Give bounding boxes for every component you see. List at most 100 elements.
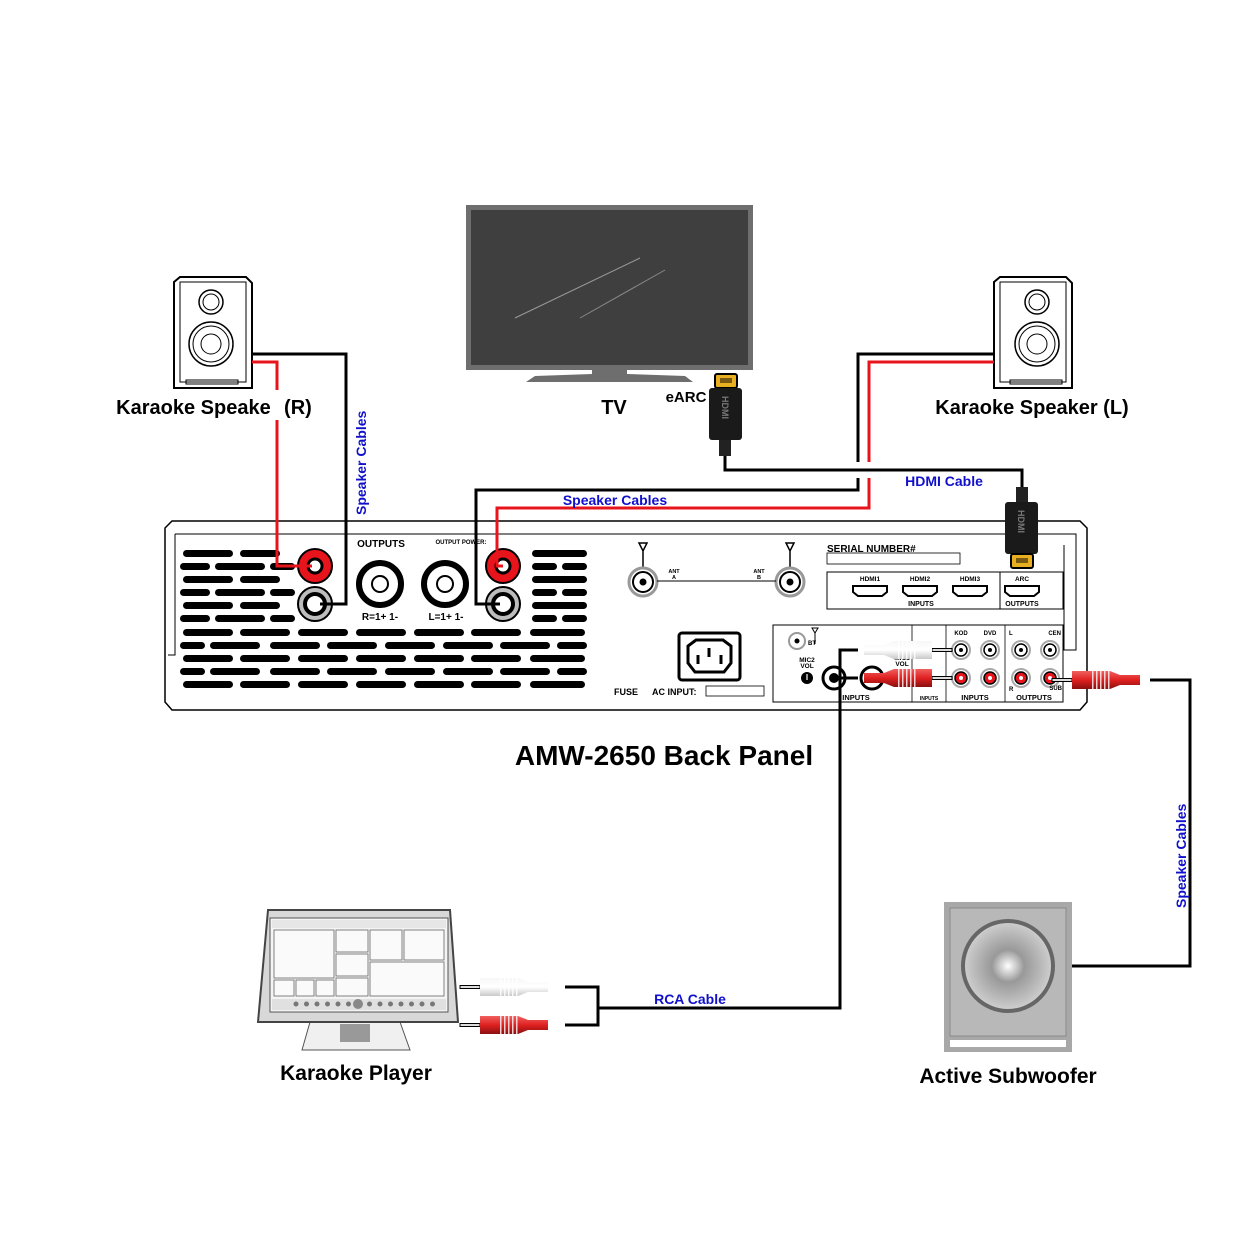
hdmi-pins xyxy=(720,378,732,383)
back-panel: OUTPUTS OUTPUT POWER: R=1+ 1- L=1+ 1- AN… xyxy=(164,520,1088,711)
speaker-left: Karaoke Speaker (L) xyxy=(935,276,1129,419)
speakon-right-label: R=1+ 1- xyxy=(362,612,398,623)
rca-boot xyxy=(1110,671,1140,689)
hdmi-port xyxy=(1004,585,1040,597)
karaoke-player: Karaoke Player xyxy=(256,909,460,1085)
vent-slot xyxy=(443,642,493,649)
vent-slot xyxy=(180,668,205,675)
rca-grip xyxy=(902,641,904,659)
out-sub-label: SUB xyxy=(1049,686,1062,692)
ant-jack-pin xyxy=(639,578,647,586)
vent-slot xyxy=(471,629,521,636)
hdmi-logo: HDMI xyxy=(720,396,730,419)
vent-slot xyxy=(180,563,210,570)
tweeter-inner xyxy=(1028,293,1046,311)
woofer-ring xyxy=(192,325,230,363)
rca-boot xyxy=(864,641,894,659)
vent-slot xyxy=(240,550,280,557)
rca-grip xyxy=(898,641,900,659)
woofer-ring xyxy=(1018,325,1056,363)
player-control-icon xyxy=(325,1001,330,1007)
hdmi-pins xyxy=(1016,558,1028,563)
outputs-label: OUTPUTS xyxy=(357,539,405,550)
vent-slot xyxy=(327,668,377,675)
rca-grip xyxy=(500,978,502,996)
rca-grip xyxy=(508,1016,510,1034)
vent-slot xyxy=(270,642,320,649)
speaker-wires-right: Speaker Cables xyxy=(252,352,369,606)
player-dial-icon xyxy=(353,999,363,1009)
black-wire xyxy=(856,352,994,462)
vent-slot xyxy=(562,615,587,622)
tweeter-inner xyxy=(202,293,220,311)
bt-jack-pin xyxy=(794,638,800,644)
hdmi-port-label: HDMI1 xyxy=(860,576,881,583)
tv-glare xyxy=(579,269,666,319)
vent-slot xyxy=(532,550,587,557)
small-inputs-label: INPUTS xyxy=(920,696,939,702)
tv-glare xyxy=(514,257,641,319)
hdmi-port-label: HDMI3 xyxy=(960,576,981,583)
player-control-icon xyxy=(419,1001,425,1007)
label-gap xyxy=(270,390,284,420)
vent-slot xyxy=(240,602,280,609)
sub-wire xyxy=(1072,678,1192,968)
player-tile xyxy=(295,979,315,997)
vent-slot xyxy=(414,655,464,662)
rca-pin xyxy=(931,676,953,680)
rca-inputs-label: INPUTS xyxy=(961,693,989,702)
subwoofer-dustcap xyxy=(992,950,1024,982)
rca-grip xyxy=(902,669,904,687)
rca-jack-pin xyxy=(1019,648,1023,652)
vent-slot xyxy=(270,668,320,675)
player-ui-tiles xyxy=(272,920,446,1010)
mic2-vol-label: VOL xyxy=(800,663,813,670)
serial-number-box xyxy=(826,552,961,565)
ac-input-label: AC INPUT: xyxy=(652,687,697,697)
rca-grip xyxy=(516,978,518,996)
vent-slots xyxy=(180,550,587,688)
tv: TV eARC xyxy=(466,205,753,419)
speaker-base-strip xyxy=(1009,379,1063,385)
vent-slot xyxy=(532,589,557,596)
bt-label: BT xyxy=(808,641,816,647)
player-tile xyxy=(315,979,335,997)
rca-jack-pin xyxy=(1019,676,1023,680)
mic2-label: MIC2 xyxy=(799,657,815,664)
earc-label: eARC xyxy=(666,389,707,406)
vent-slot xyxy=(183,576,233,583)
mic-jack-inner xyxy=(829,673,839,683)
vent-slot xyxy=(240,681,290,688)
vent-slot xyxy=(240,655,290,662)
vent-slot xyxy=(183,629,233,636)
out-l-label: L xyxy=(1009,631,1013,637)
rca-jack-pin xyxy=(1048,676,1052,680)
rca-cable-player: RCA Cable xyxy=(459,641,1140,1034)
rca-plug-red-player xyxy=(459,1016,548,1034)
karaoke-player-label: Karaoke Player xyxy=(280,1062,432,1085)
ant-b-sub: B xyxy=(757,575,761,581)
woofer-center xyxy=(1026,333,1048,355)
hdmi-port xyxy=(902,585,938,597)
hdmi-port xyxy=(952,585,988,597)
hdmi-plug-panel: HDMI xyxy=(1005,487,1038,569)
vent-slot xyxy=(215,615,265,622)
rca-plug-white-panel xyxy=(864,641,953,659)
speakon-left-label: L=1+ 1- xyxy=(428,612,463,623)
vent-slot xyxy=(532,615,557,622)
hdmi-strain-relief xyxy=(719,440,731,456)
kod-label: KOD xyxy=(954,631,968,637)
vent-slot xyxy=(530,629,585,636)
rca-jack-pin xyxy=(1048,648,1052,652)
vent-slot xyxy=(327,642,377,649)
player-topbar xyxy=(272,920,446,928)
rca-grip xyxy=(1108,671,1110,689)
rca-boot xyxy=(864,669,894,687)
rca-wire xyxy=(565,1008,600,1027)
bt-antenna-icon xyxy=(811,627,819,644)
vent-slot xyxy=(500,642,550,649)
ac-inlet-shape xyxy=(686,638,733,674)
vent-slot xyxy=(210,642,260,649)
rca-cable-label: RCA Cable xyxy=(654,991,726,1007)
rca-jacks xyxy=(951,640,1060,688)
